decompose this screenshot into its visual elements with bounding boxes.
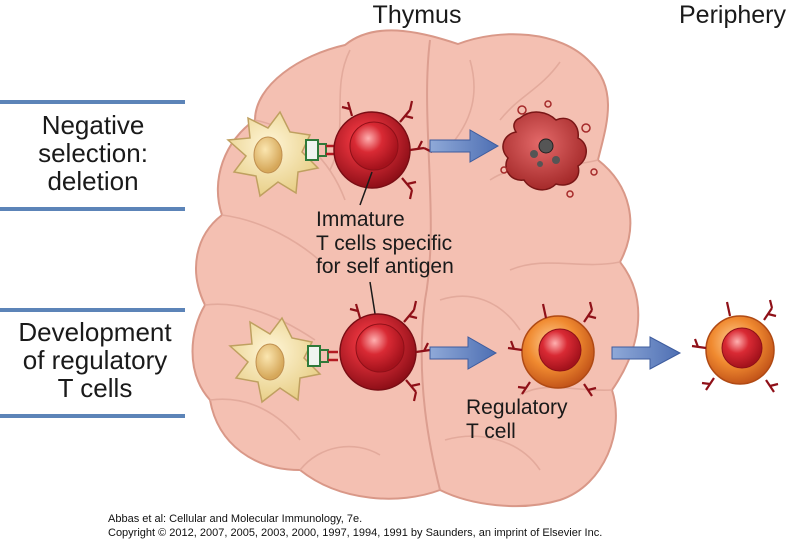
row-label-regulatory-line1: Development [18, 317, 172, 347]
credit-line-1: Abbas et al: Cellular and Molecular Immu… [108, 513, 363, 525]
header-periphery: Periphery [679, 1, 786, 29]
row-label-regulatory-line3: T cells [57, 373, 133, 404]
arrow-to-regulatory [429, 336, 498, 370]
row-label-negative-selection: Negative selection: deletion [8, 111, 178, 195]
regulatory-t-cell-thymus [507, 301, 597, 397]
credit-line-2: Copyright © 2012, 2007, 2005, 2003, 2000… [108, 527, 603, 539]
immature-t-cell-1 [333, 100, 433, 200]
header-thymus: Thymus [372, 1, 462, 29]
row-label-regulatory-line2: of regulatory [22, 345, 168, 376]
annotation-immature-line3: for self antigen [316, 255, 454, 279]
dendritic-cell-2 [228, 316, 338, 404]
annotation-regulatory-line2: T cell [466, 419, 516, 443]
row-divider-bars [0, 100, 185, 418]
arrow-to-periphery [611, 336, 682, 370]
apoptotic-cell [500, 100, 598, 198]
annotation-regulatory-t-cell: Regulatory T cell [466, 396, 568, 443]
regulatory-t-cell-periphery [691, 299, 779, 393]
row-label-negative-line1: Negative [41, 110, 145, 140]
immature-t-cell-2 [339, 300, 431, 402]
arrow-to-deletion [429, 129, 500, 163]
annotation-regulatory-line1: Regulatory [466, 396, 568, 419]
row-label-negative-line3: deletion [47, 166, 139, 197]
annotation-immature-line1: Immature [316, 208, 405, 231]
row-label-regulatory-development: Development of regulatory T cells [0, 318, 190, 402]
annotation-immature-line2: T cells specific [316, 231, 453, 255]
row-label-negative-line2: selection: [38, 138, 148, 169]
annotation-immature-t-cells: Immature T cells specific for self antig… [316, 208, 454, 279]
dendritic-cell-1 [226, 110, 336, 198]
